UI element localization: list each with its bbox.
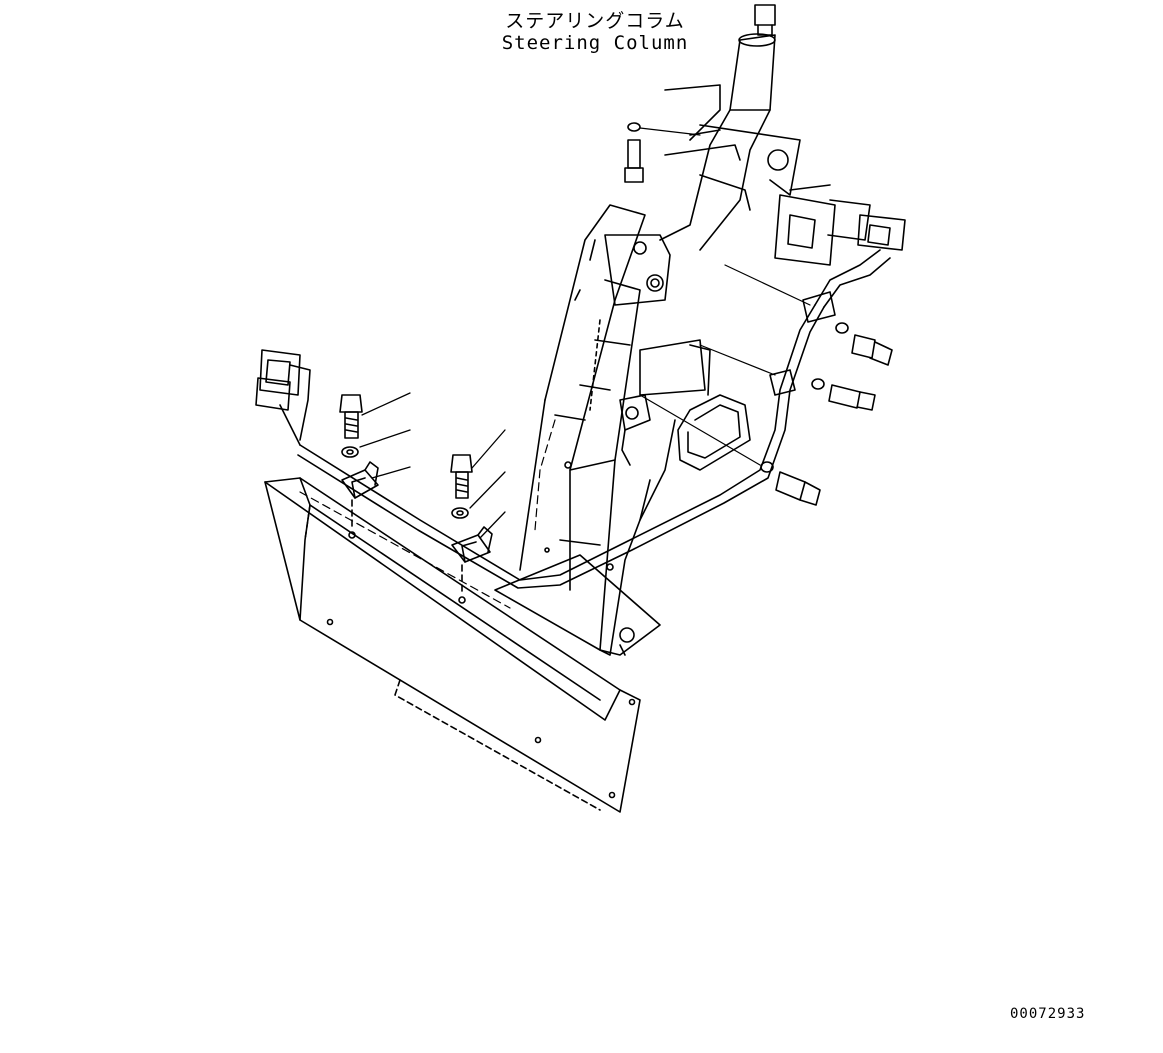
diagram-title-english: Steering Column	[501, 32, 689, 54]
left-clamp-assembly-2	[451, 455, 492, 595]
drawing-number: 00072933	[1010, 1006, 1086, 1022]
diagram-title-japanese: ステアリングコラム	[505, 10, 685, 32]
hidden-lines	[300, 420, 555, 608]
leader-lines	[360, 393, 505, 538]
wire-harness	[298, 250, 890, 588]
right-connectors	[775, 185, 905, 265]
tilt-mechanism	[575, 235, 710, 465]
left-connectors	[256, 350, 310, 445]
upper-bolt-assembly	[625, 123, 700, 182]
column-base-bracket	[495, 555, 660, 655]
right-bolt-assemblies	[640, 265, 892, 505]
column-support-frame	[520, 205, 675, 655]
left-clamp-assembly-1	[340, 395, 378, 530]
steering-shaft	[660, 5, 800, 250]
dash-panel	[265, 478, 640, 812]
